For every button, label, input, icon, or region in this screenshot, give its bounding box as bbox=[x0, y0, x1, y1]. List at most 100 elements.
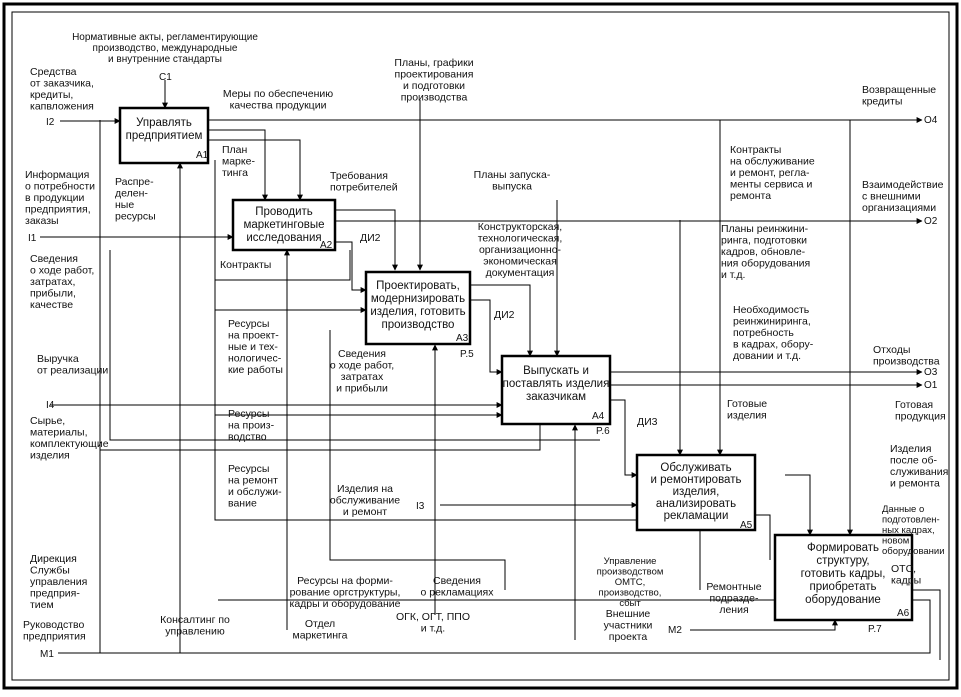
label-status-line: качестве bbox=[30, 299, 73, 311]
box-a4-page: P.6 bbox=[596, 426, 610, 437]
label-finished-line: Готовые bbox=[727, 398, 767, 410]
label-management-line: предприятия bbox=[23, 631, 86, 643]
label-after-service-line: и ремонта bbox=[890, 478, 940, 490]
label-ext-parts-line: участники bbox=[604, 620, 653, 632]
box-a3[interactable]: Проектировать, модернизировать изделия, … bbox=[364, 270, 474, 360]
label-res-design-line: кие работы bbox=[228, 364, 283, 376]
box-a2-line-3: исследования bbox=[246, 232, 321, 244]
label-status-line: Сведения bbox=[30, 253, 78, 265]
label-status-line: о ходе работ, bbox=[30, 265, 94, 277]
label-returned-line: Возвращенные bbox=[862, 84, 936, 96]
box-a2-number: A2 bbox=[320, 240, 333, 251]
label-mgmt-mts-line: ОМТС, bbox=[615, 577, 646, 588]
label-raw-line: изделия bbox=[30, 450, 70, 462]
box-a2-line-2: маркетинговые bbox=[243, 219, 324, 231]
label-contracts: Контракты bbox=[220, 259, 271, 271]
code-i2: I2 bbox=[46, 117, 55, 128]
label-contracts-line: Контракты bbox=[220, 259, 271, 271]
label-directorate-line: Службы bbox=[30, 565, 70, 577]
label-management-line: Руководство bbox=[23, 619, 85, 631]
label-after-service-line: служивания bbox=[890, 466, 948, 478]
label-raw-line: Сырье, bbox=[30, 415, 65, 427]
label-finished-out-line: продукция bbox=[895, 411, 946, 423]
label-plans-line: и подготовки bbox=[403, 80, 465, 92]
label-returned-line: кредиты bbox=[862, 96, 902, 108]
label-i2-line: капвложения bbox=[30, 101, 94, 113]
label-res-repair-line: на ремонт bbox=[228, 475, 278, 487]
label-revenue-line: Выручка bbox=[37, 353, 79, 365]
label-design-docs-line: Конструкторская, bbox=[478, 221, 562, 233]
label-need-reeng-line: реинжиниринга, bbox=[733, 316, 811, 328]
box-a4-line-3: заказчикам bbox=[526, 391, 586, 403]
label-trained-line: подготовлен- bbox=[882, 515, 940, 526]
label-marketing-dept-line: маркетинга bbox=[292, 630, 347, 642]
code-c1: C1 bbox=[159, 72, 172, 83]
label-reengineering-line: кадров, обновле- bbox=[721, 246, 806, 258]
code-i3: I3 bbox=[416, 501, 425, 512]
label-market-plan-line: тинга bbox=[222, 167, 248, 179]
box-a2[interactable]: Проводить маркетинговые исследования A2 bbox=[231, 198, 337, 252]
code-o3: O3 bbox=[924, 367, 938, 378]
label-reengineering-line: ния оборудования bbox=[721, 258, 810, 270]
box-a3-line-1: Проектировать, bbox=[376, 280, 460, 292]
label-res-prod-line: водство bbox=[228, 431, 267, 443]
icom-codes: C1 I2 I1 I4 I3 M1 M2 O4 O2 O3 O1 bbox=[28, 72, 938, 660]
label-directorate-line: тием bbox=[30, 599, 54, 611]
label-res-repair-line: и обслужи- bbox=[228, 486, 282, 498]
code-m1: M1 bbox=[40, 649, 54, 660]
label-directorate-line: Дирекция bbox=[30, 553, 77, 565]
label-mgmt-mts-line: производство, bbox=[599, 588, 662, 599]
label-status-line: затратах, bbox=[30, 276, 75, 288]
label-marketing-dept-line: Отдел bbox=[305, 618, 335, 630]
label-ext-parts-line: Внешние bbox=[606, 608, 651, 620]
box-a6-line-3: готовить кадры, bbox=[801, 568, 886, 580]
box-a1[interactable]: Управлять предприятием A1 bbox=[118, 106, 210, 165]
label-i2-line: от заказчика, bbox=[30, 78, 94, 90]
label-repair-units-line: ления bbox=[719, 604, 748, 616]
label-raw-line: материалы, bbox=[30, 427, 88, 439]
box-a6[interactable]: Формировать структуру, готовить кадры, п… bbox=[773, 533, 914, 635]
label-need-reeng-line: довании и т.д. bbox=[733, 350, 801, 362]
box-a5-line-1: Обслуживать bbox=[660, 462, 731, 474]
label-res-repair-line: Ресурсы bbox=[228, 463, 269, 475]
inner-frame bbox=[11, 11, 950, 681]
label-requirements-line: потребителей bbox=[330, 182, 398, 194]
code-i1: I1 bbox=[28, 233, 37, 244]
label-di2a-line: ДИ2 bbox=[360, 232, 381, 244]
box-a5-line-5: рекламации bbox=[664, 510, 729, 522]
label-claims-line: о рекламациях bbox=[421, 587, 495, 599]
label-distributed-line: ные bbox=[115, 199, 134, 211]
label-ots-kadry: ОТС,кадры bbox=[891, 563, 921, 587]
label-trained-line: Данные о bbox=[882, 504, 924, 515]
label-consulting-line: управлению bbox=[165, 626, 225, 638]
box-a5[interactable]: Обслуживать и ремонтировать изделия, ана… bbox=[635, 453, 757, 532]
label-di2b-line: ДИ2 bbox=[494, 309, 515, 321]
box-a6-line-1: Формировать bbox=[807, 542, 879, 554]
label-service-contracts-line: и ремонт, регла- bbox=[730, 167, 810, 179]
label-di2a: ДИ2 bbox=[360, 232, 381, 244]
label-design-docs: Конструкторская,технологическая,организа… bbox=[478, 221, 563, 279]
label-i1-line: о потребности bbox=[25, 181, 95, 193]
box-a4[interactable]: Выпускать и поставлять изделия заказчика… bbox=[500, 354, 612, 437]
label-res-struct-line: рование оргструктуры, bbox=[290, 587, 401, 599]
label-distributed-line: делен- bbox=[115, 188, 148, 200]
label-reengineering-line: Планы реинжини- bbox=[721, 223, 809, 235]
label-after-service-line: Изделия bbox=[890, 443, 931, 455]
label-trained-line: новом bbox=[882, 536, 909, 547]
label-consulting-line: Консалтинг по bbox=[160, 614, 230, 626]
label-design-docs-line: организационно- bbox=[479, 244, 562, 256]
label-directorate-line: предприя- bbox=[30, 588, 80, 600]
